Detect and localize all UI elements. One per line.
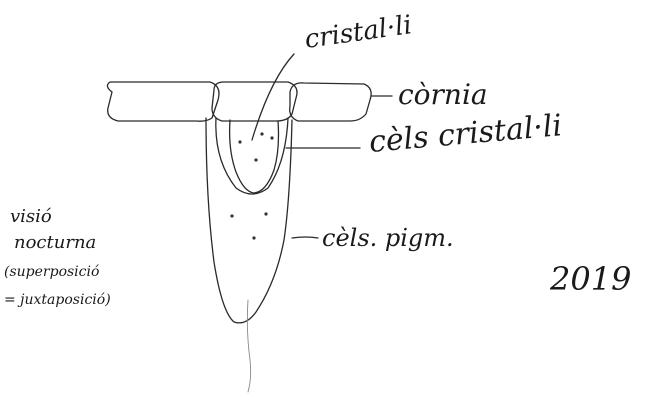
- label-vision-line4: = juxtaposició): [4, 292, 111, 308]
- ommatidium-body: [206, 118, 292, 323]
- cornea-facet-right: [290, 83, 371, 121]
- label-vision-line2: nocturna: [14, 232, 96, 253]
- label-crystal-cells: cèls cristal·li: [368, 108, 564, 160]
- cornea-facet-left: [107, 82, 219, 121]
- label-vision-line1: visió: [10, 206, 52, 227]
- cone-dot: [238, 140, 241, 143]
- body-dot: [252, 236, 255, 239]
- body-dot: [230, 214, 233, 217]
- leader-pigment-cells: [292, 237, 318, 238]
- nerve-fiber: [247, 300, 250, 392]
- cone-dot: [270, 136, 273, 139]
- label-pigment-cells: cèls. pigm.: [322, 224, 454, 252]
- cone-dot: [260, 132, 263, 135]
- label-cornea: còrnia: [398, 78, 488, 111]
- label-number: 2019: [549, 260, 631, 298]
- cornea-facet-center: [212, 82, 297, 121]
- label-vision-line3: (superposició: [4, 264, 99, 280]
- cone-dot: [254, 158, 257, 161]
- body-dot: [264, 212, 267, 215]
- label-crystal-top: cristal·li: [303, 10, 414, 55]
